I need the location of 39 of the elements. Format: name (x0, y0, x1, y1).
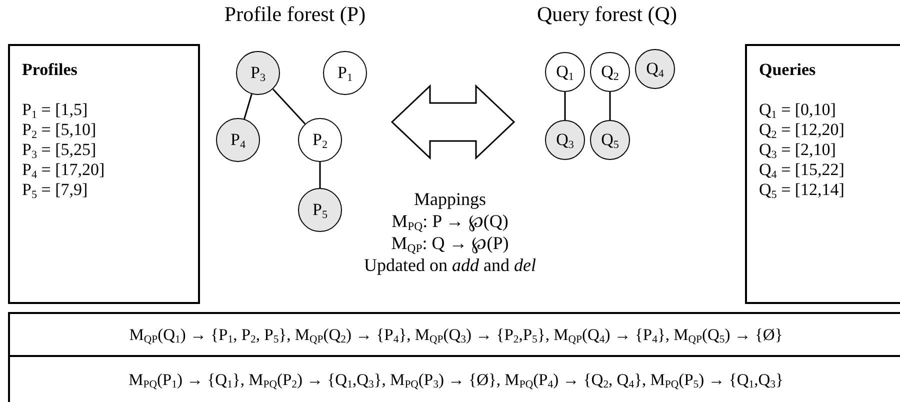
panel-heading: Queries (759, 60, 817, 80)
tree-edge (609, 92, 611, 120)
interval-text: P$_{3}$ = [5,25] (22, 140, 98, 160)
interval-text: P$_{5}$ = [7,9] (22, 180, 89, 200)
tree-node-circle: P$_{5}$ (298, 188, 342, 232)
tree-edge (272, 88, 306, 124)
double-block-arrow (390, 84, 516, 160)
mapping-row (8, 312, 900, 357)
tree-edge (244, 94, 252, 120)
interval-text: P$_{1}$ = [1,5] (22, 100, 89, 120)
list-panel (8, 44, 200, 304)
mapping-text: M$_{PQ}$(P$_{1}$) → {Q$_{1}$}, M$_{PQ}$(P$_{2}$) → {Q$_{1}$,Q$_{3}$}, M$_{PQ}$(P$_{3}$) → {Ø}, M$_{PQ}$(P$_{4}$) → {Q$_{2}$, Q$_{4}$}, M$_{PQ}$(P$_{5}$) → {Q$_{1}$,Q$_{3}$} (128, 370, 784, 390)
interval-text: P$_{2}$ = [5,10] (22, 120, 98, 140)
tree-node-circle: P$_{2}$ (298, 118, 342, 162)
interval-text: Q$_{4}$ = [15,22] (759, 160, 846, 180)
tree-node-circle: Q$_{4}$ (635, 49, 675, 89)
mapping-note: M$_{PQ}$: P → ℘(Q) (390, 210, 510, 232)
mapping-note: Updated on add and del (363, 254, 537, 276)
forest-title: Query forest (Q) (536, 2, 678, 27)
interval-text: Q$_{2}$ = [12,20] (759, 120, 846, 140)
mapping-note: Mappings (413, 188, 487, 210)
forest-title: Profile forest (P) (223, 2, 367, 27)
interval-text: P$_{4}$ = [17,20] (22, 160, 106, 180)
list-panel (745, 44, 900, 304)
tree-node-circle: Q$_{5}$ (590, 120, 630, 160)
interval-text: Q$_{5}$ = [12,14] (759, 180, 846, 200)
tree-edge (319, 162, 321, 188)
tree-node-circle: P$_{1}$ (323, 51, 367, 95)
tree-node-circle: Q$_{1}$ (545, 52, 585, 92)
tree-node-circle: P$_{3}$ (236, 51, 280, 95)
tree-node-circle: Q$_{3}$ (545, 120, 585, 160)
panel-heading: Profiles (22, 60, 78, 80)
tree-node-circle: P$_{4}$ (216, 118, 260, 162)
interval-text: Q$_{3}$ = [2,10] (759, 140, 837, 160)
tree-node-circle: Q$_{2}$ (590, 52, 630, 92)
interval-text: Q$_{1}$ = [0,10] (759, 100, 837, 120)
mapping-text: M$_{QP}$(Q$_{1}$) → {P$_{1}$, P$_{2}$, P$_{5}$}, M$_{QP}$(Q$_{2}$) → {P$_{4}$}, M$_{QP}$(Q$_{3}$) → {P$_{2}$,P$_{5}$}, M$_{QP}$(Q$_{4}$) → {P$_{4}$}, M$_{QP}$(Q$_{5}$) → {Ø} (129, 324, 783, 344)
mapping-note: M$_{QP}$: Q → ℘(P) (390, 232, 510, 254)
tree-edge (564, 92, 566, 120)
